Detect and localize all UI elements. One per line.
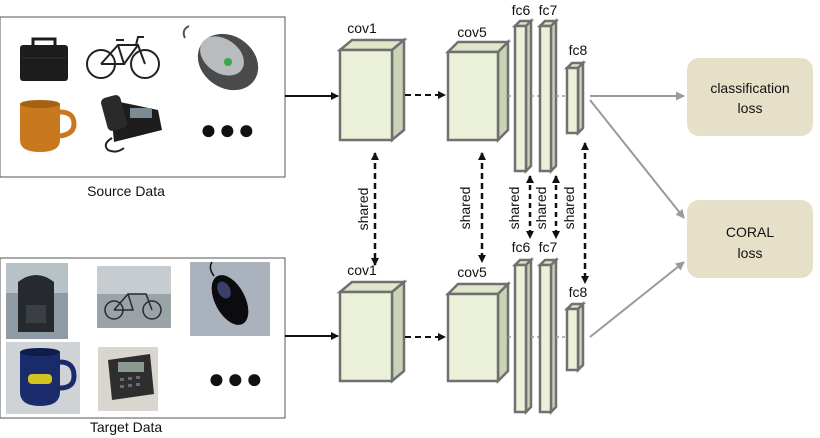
top-fc6-block bbox=[511, 17, 535, 175]
mug-photo-image bbox=[6, 342, 80, 414]
top-fc8-block bbox=[563, 59, 587, 137]
bottom-cov1-label: cov1 bbox=[347, 262, 377, 278]
bottom-fc8-label: fc8 bbox=[569, 284, 588, 300]
mouse-photo-image bbox=[190, 261, 270, 336]
desk-phone-image bbox=[101, 95, 162, 153]
top-cov5-label: cov5 bbox=[457, 24, 487, 40]
top-fc8-to-coral-arrow bbox=[589, 99, 685, 219]
top-fc7-label: fc7 bbox=[539, 2, 558, 18]
phone-photo-image bbox=[98, 347, 158, 411]
source-more-ellipsis: ●●● bbox=[200, 114, 257, 145]
bottom-cov1-block bbox=[336, 279, 408, 384]
bottom-fc8-block bbox=[563, 300, 587, 374]
source-data-panel: ●●● Source Data bbox=[0, 16, 286, 199]
classification-loss-box: classification loss bbox=[687, 58, 813, 136]
target-data-caption: Target Data bbox=[90, 419, 163, 435]
coral-loss-line2: loss bbox=[738, 245, 763, 261]
bottom-cov5-block bbox=[444, 280, 512, 385]
fc7-shared-label: shared bbox=[533, 187, 549, 230]
top-cov1-label: cov1 bbox=[347, 20, 377, 36]
fc8-shared-label: shared bbox=[561, 187, 577, 230]
top-fc7-block bbox=[536, 17, 560, 175]
fc6-shared-label: shared bbox=[506, 187, 522, 230]
briefcase-image bbox=[20, 37, 68, 81]
top-fc8-label: fc8 bbox=[569, 42, 588, 58]
bottom-fc7-label: fc7 bbox=[539, 239, 558, 255]
coral-loss-background bbox=[687, 200, 813, 278]
cov5-shared-label: shared bbox=[457, 187, 473, 230]
target-more-ellipsis: ●●● bbox=[208, 363, 265, 394]
mug-image bbox=[20, 100, 77, 152]
top-cov1-block bbox=[336, 37, 408, 143]
classification-loss-background bbox=[687, 58, 813, 136]
source-data-caption: Source Data bbox=[87, 183, 165, 199]
bottom-cov5-label: cov5 bbox=[457, 264, 487, 280]
bicycle-image bbox=[86, 36, 160, 79]
cov1-shared-label: shared bbox=[355, 188, 371, 231]
bottom-fc8-to-coral-arrow bbox=[589, 261, 685, 338]
top-fc6-label: fc6 bbox=[512, 2, 531, 18]
computer-mouse-image bbox=[182, 25, 259, 91]
coral-loss-line1: CORAL bbox=[726, 224, 774, 240]
coral-loss-box: CORAL loss bbox=[687, 200, 813, 278]
target-data-panel: ●●● Target Data bbox=[0, 257, 286, 435]
classification-loss-line1: classification bbox=[710, 80, 789, 96]
bottom-fc6-label: fc6 bbox=[512, 239, 531, 255]
bottom-fc6-block bbox=[511, 256, 535, 416]
backpack-image bbox=[6, 263, 68, 339]
bicycle-photo-image bbox=[97, 266, 171, 328]
classification-loss-line2: loss bbox=[738, 100, 763, 116]
top-cov5-block bbox=[444, 38, 512, 144]
bottom-fc7-block bbox=[536, 256, 560, 416]
